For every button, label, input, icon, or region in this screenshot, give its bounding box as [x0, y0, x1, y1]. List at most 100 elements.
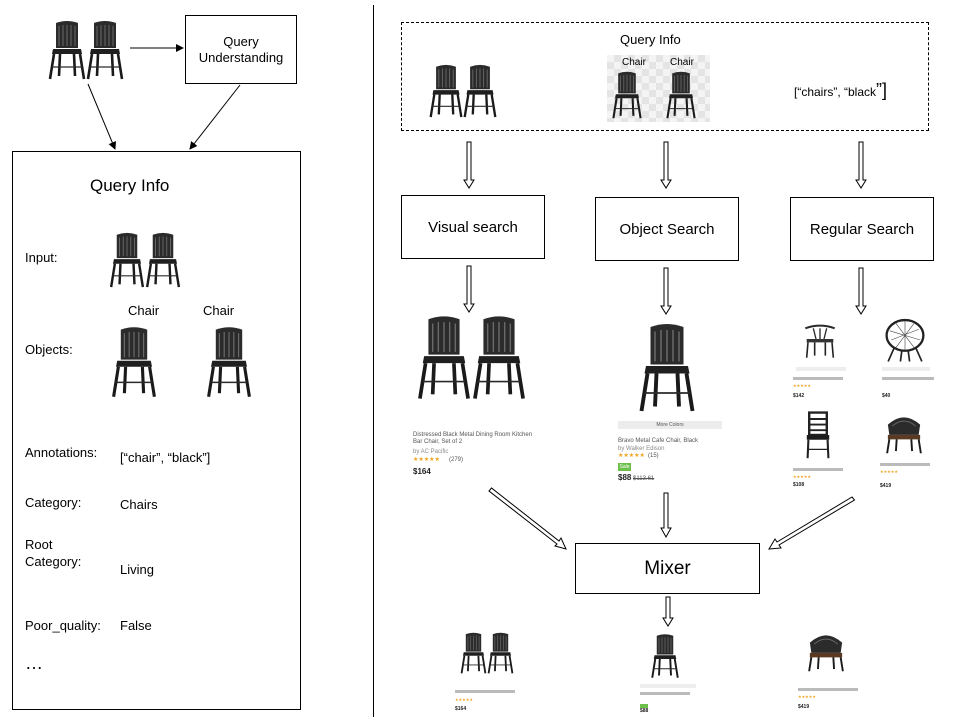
- category-label: Category:: [25, 495, 82, 510]
- hollow-arrow-object: [660, 141, 672, 189]
- object-crop-1: [110, 322, 158, 402]
- hollow-arrow-regular: [855, 141, 867, 189]
- regular-result-4-title: [880, 463, 930, 466]
- visual-result-title: Distressed Black Metal Dining Room Kitch…: [413, 432, 533, 445]
- regular-result-2-title: [882, 377, 934, 380]
- category-value: Chairs: [120, 497, 158, 512]
- mixed-result-3-title: [798, 688, 858, 691]
- objects-label: Objects:: [25, 342, 73, 357]
- ellipsis: …: [25, 653, 43, 673]
- regular-search-label: Regular Search: [809, 220, 915, 238]
- visual-result-reviews: (279): [449, 457, 464, 463]
- regular-result-3: ★★★★★ $108: [788, 410, 858, 500]
- mixed-result-1-image: [460, 632, 514, 674]
- regular-result-2-price: $40: [882, 393, 891, 399]
- regular-result-1-stars: ★★★★★: [793, 383, 811, 388]
- regular-search-box: Regular Search: [790, 197, 934, 261]
- mixed-result-1-stars: ★★★★★: [455, 697, 473, 702]
- mixed-result-2-image: [651, 633, 679, 679]
- regular-result-3-price: $108: [793, 482, 805, 488]
- sale-badge: Sale: [618, 463, 631, 471]
- query-info-title: Query Info: [90, 176, 170, 195]
- object-result-reviews: (15): [648, 453, 659, 459]
- crop-tag-2: Chair: [670, 57, 694, 68]
- input-label: Input:: [25, 250, 58, 265]
- object-tag-1: Chair: [128, 303, 160, 318]
- regular-result-1-title: [793, 377, 843, 380]
- input-thumbnail: [108, 232, 184, 288]
- mixed-result-3-image: [808, 634, 844, 673]
- object-result-stars: ★★★★★: [618, 453, 645, 459]
- poor-quality-value: False: [120, 618, 152, 633]
- object-result-old-price: $113.61: [633, 476, 655, 482]
- arrow-input-to-info: [87, 83, 117, 150]
- mixed-result-2: $88: [638, 632, 708, 717]
- visual-result-image: [418, 315, 525, 400]
- query-image-right: [428, 62, 498, 120]
- object-result-title: Bravo Metal Cafe Chair, Black: [618, 438, 699, 444]
- hollow-arrow-mixer-output: [662, 596, 674, 627]
- visual-search-label: Visual search: [428, 218, 518, 236]
- regular-result-2: $40: [868, 315, 938, 405]
- mixed-result-3-price: $419: [798, 704, 810, 710]
- input-image-left: [47, 20, 127, 80]
- mixed-result-3: ★★★★★ $419: [796, 626, 866, 711]
- object-search-box: Object Search: [595, 197, 739, 261]
- panel-divider: [373, 5, 374, 717]
- crop-tag-1: Chair: [622, 57, 646, 68]
- hollow-arrow-regular-to-mixer: [768, 496, 856, 550]
- regular-result-4: ★★★★★ $419: [880, 407, 938, 497]
- visual-search-box: Visual search: [401, 195, 545, 259]
- visual-result-stars: ★★★★★: [413, 457, 440, 463]
- poor-quality-label: Poor_quality:: [25, 618, 101, 633]
- regular-result-1-image: [804, 324, 836, 359]
- query-info-dashed-box: [401, 22, 929, 131]
- mixed-result-1-title: [455, 690, 515, 693]
- hollow-arrow-object-results: [660, 267, 672, 315]
- mixed-result-2-title: [640, 692, 690, 695]
- annotations-value: [“chair”, “black”]: [120, 450, 211, 465]
- mixed-result-1-price: $164: [455, 706, 467, 712]
- query-understanding-box: Query Understanding: [185, 15, 297, 84]
- mixed-result-2-sale: [640, 704, 648, 708]
- object-result-seller: by Walker Edison: [618, 446, 665, 452]
- regular-result-2-image: [885, 318, 925, 363]
- object-crop-2: [205, 322, 253, 402]
- mixer-label: Mixer: [644, 557, 691, 579]
- object-search-label: Object Search: [619, 220, 715, 238]
- keywords-open: [“chairs”, “black: [794, 85, 877, 99]
- crop-chair-2: [665, 70, 697, 120]
- regular-result-3-image: [805, 411, 831, 460]
- regular-results-grid: ★★★★★ $142 $40 ★★★★★ $108 ★★★★★ $419: [788, 315, 938, 500]
- regular-result-1-more: [796, 367, 846, 371]
- regular-result-4-image: [886, 416, 922, 455]
- regular-result-1-price: $142: [793, 393, 805, 399]
- crop-chair-1: [611, 70, 643, 120]
- object-result-image: [637, 320, 697, 415]
- visual-result-price: $164: [413, 467, 431, 476]
- visual-result-seller: by AC Pacific: [413, 449, 449, 455]
- visual-result-card: Distressed Black Metal Dining Room Kitch…: [405, 310, 535, 480]
- keywords-close: ”]: [876, 80, 888, 100]
- hollow-arrow-object-to-mixer: [660, 492, 672, 539]
- mixed-result-2-price: $88: [640, 708, 649, 714]
- object-result-card: More Colors Bravo Metal Cafe Chair, Blac…: [615, 318, 725, 488]
- regular-result-3-title: [793, 468, 843, 471]
- object-tag-2: Chair: [203, 303, 235, 318]
- hollow-arrow-visual-to-mixer: [488, 487, 567, 550]
- regular-result-4-price: $419: [880, 483, 892, 489]
- object-result-price: $88: [618, 473, 632, 482]
- root-category-value: Living: [120, 562, 154, 577]
- root-category-label: Root Category:: [25, 537, 82, 569]
- hollow-arrow-regular-results: [855, 267, 867, 315]
- query-info-title-right: Query Info: [620, 32, 681, 47]
- mixed-result-3-stars: ★★★★★: [798, 694, 816, 699]
- mixed-result-2-more: [640, 684, 696, 688]
- query-info-panel: [12, 151, 301, 710]
- keywords-text: [“chairs”, “black”]: [794, 80, 887, 101]
- mixed-result-1: ★★★★★ $164: [453, 630, 523, 715]
- hollow-arrow-visual-results: [463, 265, 475, 313]
- more-colors-bar: More Colors: [618, 421, 722, 429]
- regular-result-1: ★★★★★ $142: [788, 315, 858, 405]
- regular-result-3-stars: ★★★★★: [793, 474, 811, 479]
